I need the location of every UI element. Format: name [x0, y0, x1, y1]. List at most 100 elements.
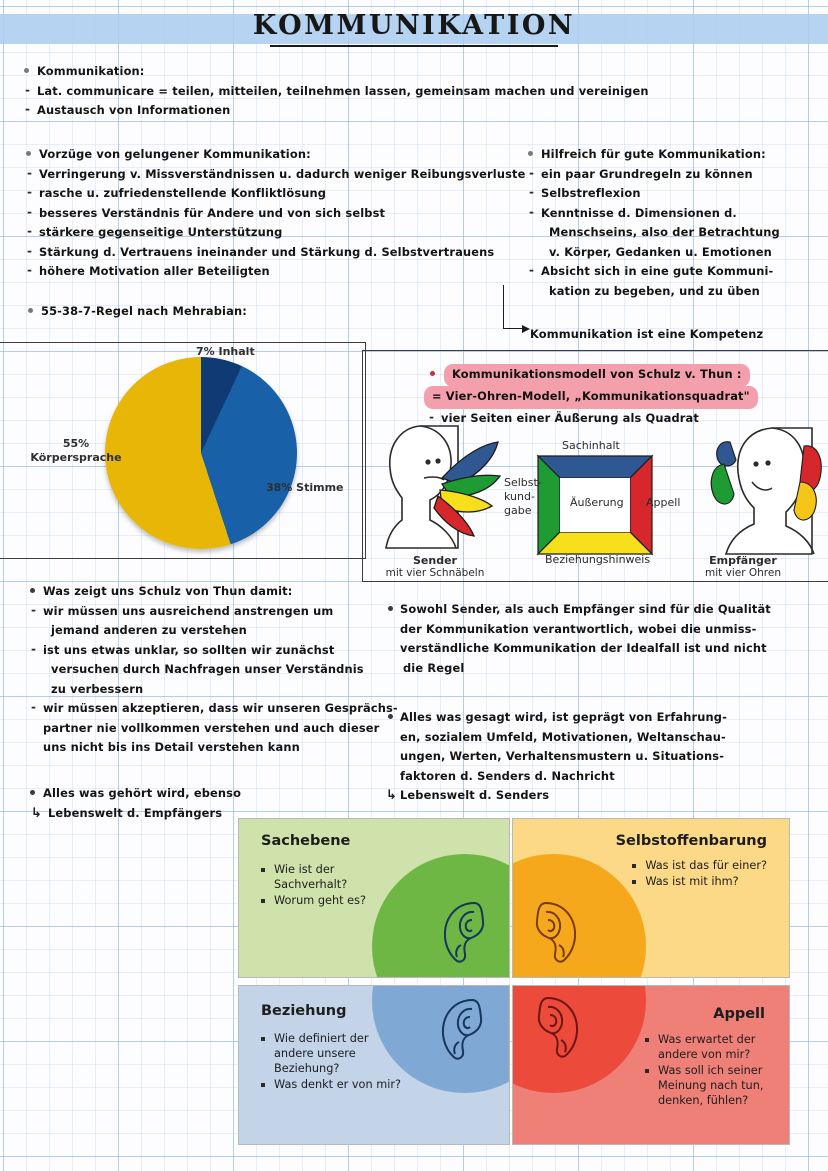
hilfreich-item-2: - Kenntnisse d. Dimensionen d. Menschsei… [529, 204, 780, 259]
schulz-model-frame [362, 350, 828, 582]
dash-icon: - [31, 700, 37, 714]
page-title: KOMMUNIKATION [252, 10, 576, 41]
ear-icon [441, 998, 483, 1060]
pie-label-inhalt: 7% Inhalt [196, 345, 255, 358]
was-zeigt-item-2: - wir müssen akzeptieren, dass wir unser… [31, 700, 398, 754]
vorzuege-heading-item: Vorzüge von gelungener Kommunikation: [26, 145, 526, 165]
was-zeigt-item-1: - ist uns etwas unklar, so sollten wir z… [31, 641, 364, 696]
pie-chart-frame [0, 342, 366, 559]
quadrant-list: Was ist das für einer? Was ist mit ihm? [632, 858, 767, 890]
dash-icon: - [25, 82, 31, 97]
section-gehoert: Alles was gehört wird, ebenso ↳ Lebenswe… [30, 784, 290, 823]
quadrant-selbstoffenbarung[interactable]: Selbstoffenbarung Was ist das für einer?… [512, 818, 790, 978]
quadrant-content: Sachebene Wie ist der Sachverhalt? Worum… [239, 819, 509, 908]
quadrant-title: Beziehung [261, 1003, 347, 1019]
bullet-icon [30, 588, 35, 593]
list-item: Wie ist der Sachverhalt? [261, 862, 391, 892]
caption-empfaenger-title: Empfänger [709, 554, 777, 567]
was-zeigt-heading-item: Was zeigt uns Schulz von Thun damit: [30, 582, 390, 602]
list-item: Was ist mit ihm? [632, 874, 767, 889]
bullet-icon [528, 151, 533, 156]
section-mehrabian: 55-38-7-Regel nach Mehrabian: [28, 302, 247, 322]
hilfreich-item-1: - Selbstreflexion [529, 185, 641, 200]
hook-arrow-icon: ↳ [386, 788, 398, 803]
caption-empfaenger-sub: mit vier Ohren [705, 567, 781, 579]
hilfreich-conclusion: Kommunikation ist eine Kompetenz [530, 327, 764, 341]
hilfreich-item-0: - ein paar Grundregeln zu können [529, 165, 753, 181]
quadrant-title: Sachebene [261, 833, 351, 849]
list-item: Wie definiert der andere unsere Beziehun… [261, 1031, 386, 1076]
section-gepraegt: Alles was gesagt wird, ist geprägt von E… [386, 708, 808, 806]
dash-icon: - [27, 243, 33, 258]
kommunikation-item-0: - Lat. communicare = teilen, mitteilen, … [25, 82, 649, 98]
dash-icon: - [31, 641, 37, 656]
pie-label-koerpersprache: 55% Körpersprache [30, 437, 122, 464]
dash-icon: - [27, 204, 33, 219]
quadrant-appell[interactable]: Appell Was erwartet der andere von mir? … [512, 985, 790, 1145]
title-underline [270, 45, 558, 47]
mehrabian-heading-item: 55-38-7-Regel nach Mehrabian: [28, 302, 247, 322]
bullet-icon [30, 790, 35, 795]
dash-icon: - [27, 263, 33, 277]
label-aeusserung: Äußerung [570, 496, 624, 509]
arrow-to-conclusion-icon [503, 285, 530, 333]
section-verantwortlich: Sowohl Sender, als auch Empfänger sind f… [388, 600, 808, 678]
quadrant-title: Appell [713, 1006, 765, 1022]
pie-slices [105, 357, 297, 549]
title-highlight-band [0, 14, 828, 44]
communication-square-icon [536, 454, 654, 556]
section-vorzuege: Vorzüge von gelungener Kommunikation: - … [26, 145, 526, 282]
vorzuege-item-4: - Stärkung d. Vertrauens ineinander und … [27, 243, 495, 259]
vorzuege-item-5: - höhere Motivation aller Beteiligten [27, 263, 270, 278]
schulz-subheading: = Vier-Ohren-Modell, „Kommunikationsquad… [424, 386, 758, 409]
dash-icon: - [25, 102, 31, 116]
label-sachinhalt: Sachinhalt [562, 439, 620, 452]
caption-sender-title: Sender [413, 554, 457, 567]
quadrant-beziehung[interactable]: Beziehung Wie definiert der andere unser… [238, 985, 510, 1145]
label-beziehungshinweis: Beziehungshinweis [545, 553, 651, 566]
pie-label-stimme: 38% Stimme [266, 481, 344, 494]
dash-icon: - [27, 165, 33, 180]
quadrant-content: Selbstoffenbarung Was ist das für einer?… [513, 819, 789, 890]
ear-icon [537, 996, 579, 1058]
vier-ohren-illustration [372, 420, 827, 575]
bullet-icon [24, 68, 29, 73]
section-hilfreich: Hilfreich für gute Kommunikation: - ein … [528, 145, 818, 301]
quadrant-list: Was erwartet der andere von mir? Was sol… [645, 1032, 765, 1109]
bullet-icon [388, 714, 393, 719]
empfaenger-head-icon [710, 427, 822, 555]
mehrabian-pie-chart [105, 357, 297, 549]
hilfreich-heading-item: Hilfreich für gute Kommunikation: [528, 145, 818, 165]
quadrant-sachebene[interactable]: Sachebene Wie ist der Sachverhalt? Worum… [238, 818, 510, 978]
schulz-heading: Kommunikationsmodell von Schulz v. Thun … [444, 364, 750, 387]
schulz-heading-item: Kommunikationsmodell von Schulz v. Thun … [430, 364, 750, 387]
section-was-zeigt: Was zeigt uns Schulz von Thun damit: - w… [30, 582, 398, 758]
kommunikation-item-1: - Austausch von Informationen [25, 102, 231, 117]
bullet-icon [388, 606, 393, 611]
vorzuege-item-3: - stärkere gegenseitige Unterstützung [27, 224, 283, 239]
gehoert-line-2: ↳ Lebenswelt d. Empfängers [30, 804, 290, 824]
ear-icon [443, 901, 485, 963]
gehoert-line-1: Alles was gehört wird, ebenso [30, 784, 290, 804]
list-item: Was denkt er von mir? [261, 1077, 441, 1092]
quadrant-content: Appell Was erwartet der andere von mir? … [513, 986, 789, 1109]
list-item: Was ist das für einer? [632, 858, 767, 873]
dash-icon: - [27, 224, 33, 238]
kommunikation-heading-item: Kommunikation: [24, 62, 644, 82]
bullet-icon [28, 308, 33, 313]
gepraegt-item: Alles was gesagt wird, ist geprägt von E… [388, 708, 808, 786]
four-beaks-icon [433, 441, 502, 537]
vorzuege-item-0: - Verringerung v. Missverständnissen u. … [27, 165, 526, 181]
model-svg [385, 425, 822, 556]
section-kommunikation: Kommunikation: - Lat. communicare = teil… [24, 62, 649, 121]
quadrant-list: Wie definiert der andere unsere Beziehun… [261, 1031, 509, 1092]
dash-icon: - [529, 185, 535, 199]
bullet-icon [430, 371, 435, 376]
dash-icon: - [429, 410, 435, 424]
ear-icon [535, 901, 577, 963]
dash-icon: - [529, 165, 535, 180]
hook-arrow-icon: ↳ [31, 805, 43, 821]
verantwortlich-item: Sowohl Sender, als auch Empfänger sind f… [388, 600, 808, 678]
caption-sender-sub: mit vier Schnäbeln [385, 567, 485, 579]
